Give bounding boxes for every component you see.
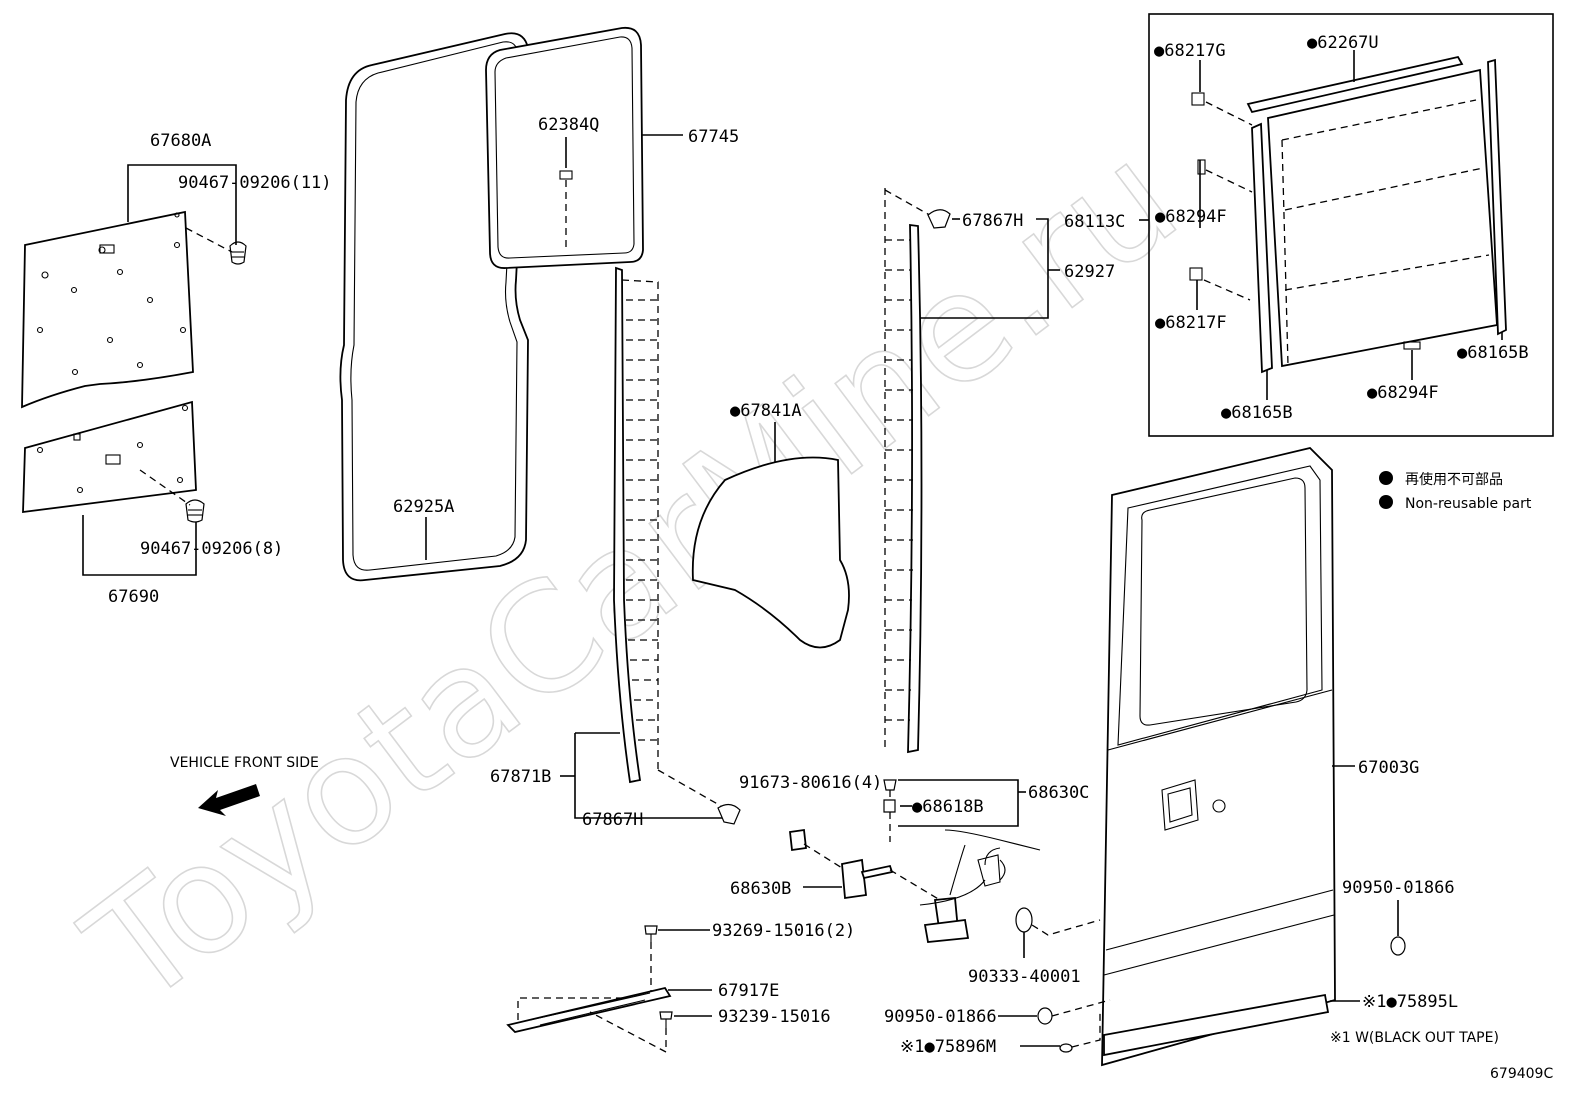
plug-icon — [1390, 936, 1406, 956]
label-90467-11: 90467-09206(11) — [178, 173, 332, 193]
plug-icon — [1015, 907, 1033, 933]
rear-run-channel — [907, 223, 923, 754]
label-68165B-left: ●68165B — [1221, 403, 1293, 423]
label-90467-8: 90467-09206(8) — [140, 539, 283, 559]
filled-circle-icon — [1379, 495, 1393, 509]
label-68618B: ●68618B — [912, 797, 984, 817]
label-91673: 91673-80616(4) — [739, 773, 882, 793]
label-68217G: ●68217G — [1154, 41, 1226, 61]
clip-icon — [185, 499, 205, 523]
bolt-icon — [883, 779, 897, 813]
label-68630C: 68630C — [1028, 783, 1089, 803]
label-67917E: 67917E — [718, 981, 779, 1001]
filled-circle-icon — [1379, 471, 1393, 485]
label-93239: 93239-15016 — [718, 1007, 831, 1027]
clip-icon — [927, 209, 951, 229]
label-67867H-upper: 67867H — [962, 211, 1023, 231]
sliding-door-panel — [1101, 447, 1336, 1067]
label-67871B: 67871B — [490, 767, 551, 787]
label-67003G: 67003G — [1358, 758, 1419, 778]
label-68630B: 68630B — [730, 879, 791, 899]
legend-jp: 再使用不可部品 — [1405, 471, 1503, 488]
door-glass — [485, 26, 644, 269]
inset-frame — [1148, 13, 1554, 437]
label-67867H-lower: 67867H — [582, 810, 643, 830]
label-75895L: ※1●75895L — [1362, 992, 1458, 1012]
clip-icon — [717, 803, 741, 825]
label-90333: 90333-40001 — [968, 967, 1081, 987]
hinge-bracket — [789, 828, 1041, 943]
tape-note: ※1 W(BLACK OUT TAPE) — [1330, 1030, 1499, 1046]
label-90950-upper: 90950-01866 — [1342, 878, 1455, 898]
label-67841A: ●67841A — [730, 401, 802, 421]
legend-en: Non-reusable part — [1405, 496, 1532, 512]
label-68217F: ●68217F — [1155, 313, 1227, 333]
label-62384Q: 62384Q — [538, 115, 599, 135]
label-90950-lower: 90950-01866 — [884, 1007, 997, 1027]
slide-glass — [1189, 55, 1507, 374]
bolt-icon — [644, 925, 658, 942]
label-67690: 67690 — [108, 587, 159, 607]
figure-code: 679409C — [1490, 1066, 1553, 1082]
bolt-icon — [659, 1011, 673, 1028]
step-plate — [506, 986, 672, 1033]
run-channel — [613, 266, 642, 784]
plug-icon — [1037, 1007, 1053, 1025]
trim-board-upper — [21, 210, 194, 409]
tape-icon — [1059, 1043, 1073, 1053]
label-67680A: 67680A — [150, 131, 211, 151]
label-93269: 93269-15016(2) — [712, 921, 855, 941]
service-hole-cover — [691, 456, 850, 649]
left-arrow-icon — [198, 784, 260, 816]
label-68294F-upper: ●68294F — [1155, 207, 1227, 227]
label-68294F-lower: ●68294F — [1367, 383, 1439, 403]
label-67745: 67745 — [688, 127, 739, 147]
trim-board-lower — [22, 400, 197, 514]
label-68165B-right: ●68165B — [1457, 343, 1529, 363]
label-75896M: ※1●75896M — [900, 1037, 996, 1057]
label-62267U: ●62267U — [1307, 33, 1379, 53]
direction-label: VEHICLE FRONT SIDE — [170, 755, 319, 771]
label-68113C: 68113C — [1064, 212, 1125, 232]
label-62927: 62927 — [1064, 262, 1115, 282]
label-62925A: 62925A — [393, 497, 454, 517]
clip-icon — [229, 241, 247, 265]
